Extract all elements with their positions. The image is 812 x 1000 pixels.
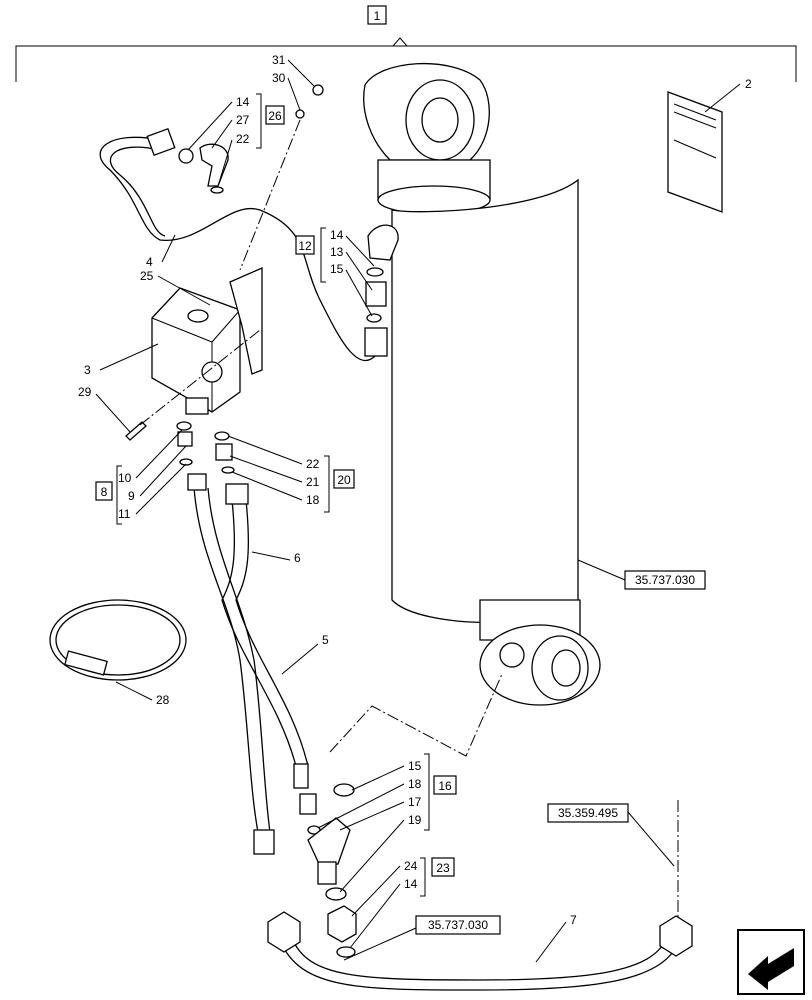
ref-box-hose[interactable]: [415, 915, 501, 935]
callout-1: 1: [374, 9, 381, 23]
hose-6: [221, 499, 297, 767]
callout-7: 7: [570, 913, 577, 927]
callout-31: 31: [272, 53, 286, 67]
callout-box-20[interactable]: [333, 469, 355, 489]
callout-10: 10: [118, 471, 132, 485]
callout-13: 13: [330, 245, 344, 259]
callout-28: 28: [156, 693, 170, 707]
callout-box-23[interactable]: [431, 857, 455, 877]
callout-6: 6: [294, 551, 301, 565]
manual-booklet: [667, 91, 723, 213]
callout-box-16[interactable]: [433, 775, 457, 795]
callout-3: 3: [84, 363, 91, 377]
callout-box-26[interactable]: [265, 105, 285, 125]
callout-25: 25: [140, 269, 154, 283]
hydraulic-cylinder: [363, 63, 601, 706]
callout-4: 4: [146, 255, 153, 269]
hose-5: [193, 487, 259, 833]
callout-21: 21: [306, 475, 320, 489]
ref-upper: 35.359.495: [558, 806, 618, 820]
callout-26: 26: [268, 109, 282, 123]
callout-17: 17: [408, 795, 422, 809]
callout-15b: 15: [408, 759, 422, 773]
callout-18a: 18: [306, 493, 320, 507]
callout-15a: 15: [330, 262, 344, 276]
callout-30: 30: [272, 71, 286, 85]
callout-box-1[interactable]: [367, 5, 387, 25]
callout-2: 2: [745, 77, 752, 91]
callout-16: 16: [438, 779, 452, 793]
ref-box-upper[interactable]: [547, 803, 629, 823]
ref-box-cylinder[interactable]: [624, 570, 706, 590]
callout-9: 9: [128, 489, 135, 503]
hose-clamp: [49, 599, 187, 681]
callout-27: 27: [236, 113, 250, 127]
callout-12: 12: [298, 239, 312, 253]
o-ring-14: [178, 148, 194, 164]
callout-29: 29: [78, 385, 92, 399]
callout-24: 24: [404, 859, 418, 873]
valve-block: [151, 287, 241, 415]
ref-cylinder: 35.737.030: [635, 573, 695, 587]
callout-14a: 14: [236, 95, 250, 109]
callout-23: 23: [436, 861, 450, 875]
callout-22a: 22: [236, 132, 250, 146]
pipe-7: [279, 939, 679, 991]
bracket-25: [229, 267, 263, 375]
callout-14c: 14: [404, 877, 418, 891]
callout-8: 8: [101, 485, 108, 499]
callout-20: 20: [337, 473, 351, 487]
callout-19: 19: [408, 813, 422, 827]
callout-box-12[interactable]: [295, 235, 315, 255]
assembly-bracket: [15, 37, 797, 82]
callout-18b: 18: [408, 777, 422, 791]
callout-box-8[interactable]: [95, 481, 113, 501]
callout-5: 5: [322, 633, 329, 647]
callout-14b: 14: [330, 228, 344, 242]
callout-22b: 22: [306, 457, 320, 471]
callout-11: 11: [118, 507, 131, 521]
hose-4: [99, 136, 381, 362]
next-page-arrow-icon[interactable]: [737, 929, 805, 995]
ref-hose: 35.737.030: [428, 918, 488, 932]
